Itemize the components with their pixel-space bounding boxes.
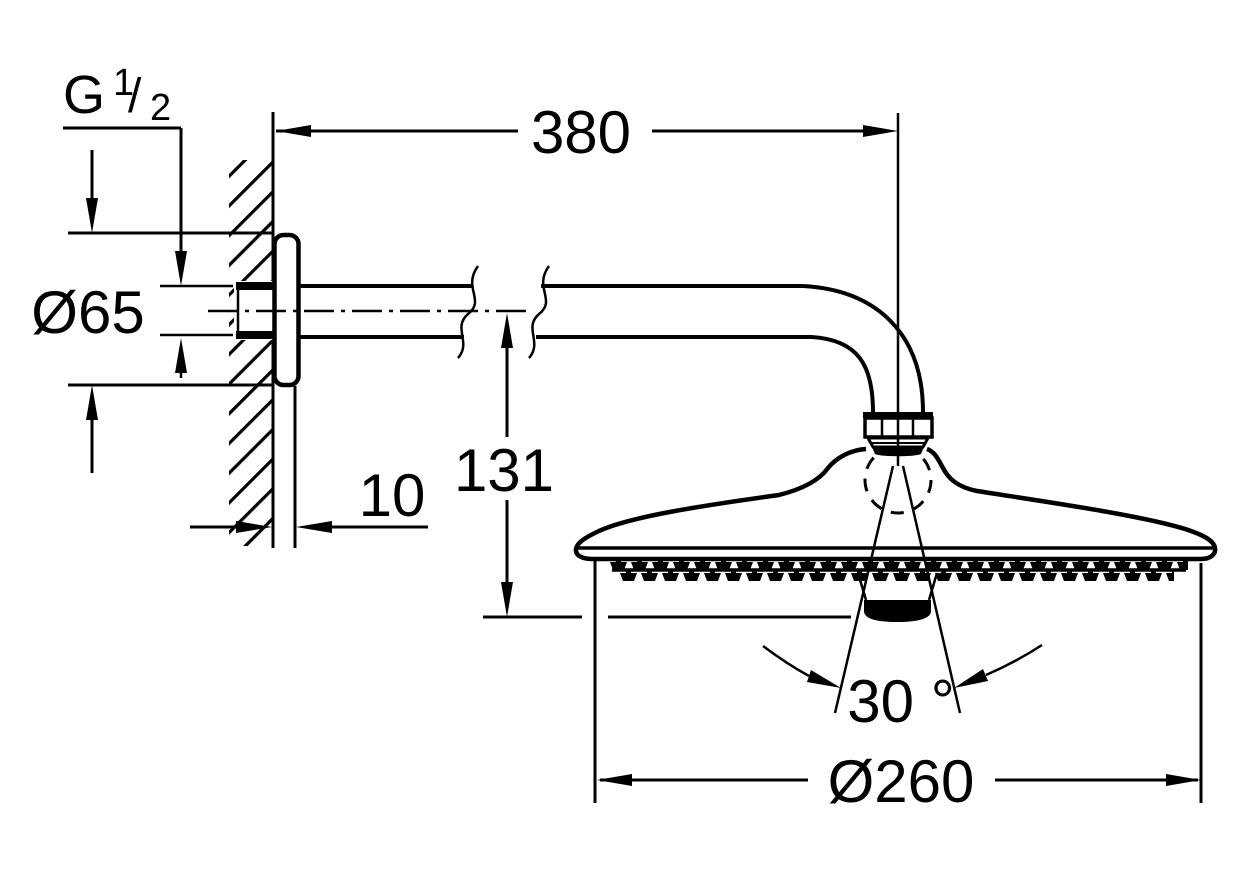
angle-leader-arc-right	[985, 643, 1043, 677]
thread-arrow-up	[175, 338, 187, 373]
dim-260-arrow-left	[597, 774, 632, 786]
dimension-spray-angle: 30 °	[762, 465, 1043, 735]
center-jet-band	[864, 600, 931, 622]
thread-numerator-label: 1	[113, 62, 134, 104]
dim-131-arrow-up	[501, 313, 513, 348]
thread-arrow-down	[175, 251, 187, 286]
ball-joint-dashed-circle	[863, 445, 933, 515]
dim-380-arrow-left	[276, 125, 311, 137]
nozzle-row-upper	[608, 558, 1188, 571]
spray-angle-label: 30 °	[847, 668, 954, 735]
dimension-arm-length: 380	[276, 99, 900, 466]
thread-callout: G 1 / 2	[63, 62, 233, 378]
dim-10-arrow-left	[236, 521, 272, 533]
wall	[229, 112, 297, 548]
shower-arm	[208, 265, 925, 413]
shower-head	[573, 446, 1218, 622]
center-jet-side-left	[856, 572, 868, 601]
wall-hatching	[229, 160, 273, 546]
thread-letter-label: G	[63, 65, 105, 125]
center-jet-side-right	[927, 572, 939, 601]
dim-380-arrow-right	[863, 125, 898, 137]
elbow-inner-curve	[811, 335, 875, 413]
drop-height-label: 131	[454, 437, 554, 504]
wall-union	[234, 232, 301, 388]
thread-denominator-label: 2	[150, 87, 171, 129]
dimension-flange-diameter: Ø65	[31, 150, 274, 473]
dimension-wall-thickness: 10	[190, 462, 428, 533]
dim-10-arrow-right	[296, 521, 332, 533]
elbow-outer-curve	[802, 284, 925, 413]
angle-leader-arc-left	[762, 644, 810, 678]
nipple-bottom-thread-band	[236, 331, 278, 339]
wall-thickness-label: 10	[359, 462, 426, 529]
spray-cone-line-right	[901, 465, 962, 714]
dim-260-arrow-right	[1166, 774, 1201, 786]
dim-131-arrow-down	[501, 582, 513, 617]
break-line-right	[528, 265, 551, 359]
head-diameter-label: Ø260	[828, 748, 975, 815]
angle-arrowhead-right	[954, 669, 988, 688]
head-outline	[573, 446, 1218, 562]
break-line-left	[457, 265, 480, 359]
dim-65-arrow-down	[86, 198, 98, 233]
dimension-head-diameter: Ø260	[593, 561, 1203, 815]
thread-slash-label: /	[128, 70, 142, 123]
nipple-top-thread-band	[236, 282, 278, 290]
angle-arrowhead-left	[807, 670, 841, 688]
dim-65-arrow-up	[86, 385, 98, 420]
spray-cone-line-left	[833, 465, 895, 714]
dimension-drop-height: 131	[454, 313, 851, 619]
arm-length-label: 380	[531, 99, 631, 166]
nozzle-row-lower	[618, 569, 1174, 582]
flange-diameter-label: Ø65	[31, 279, 144, 346]
